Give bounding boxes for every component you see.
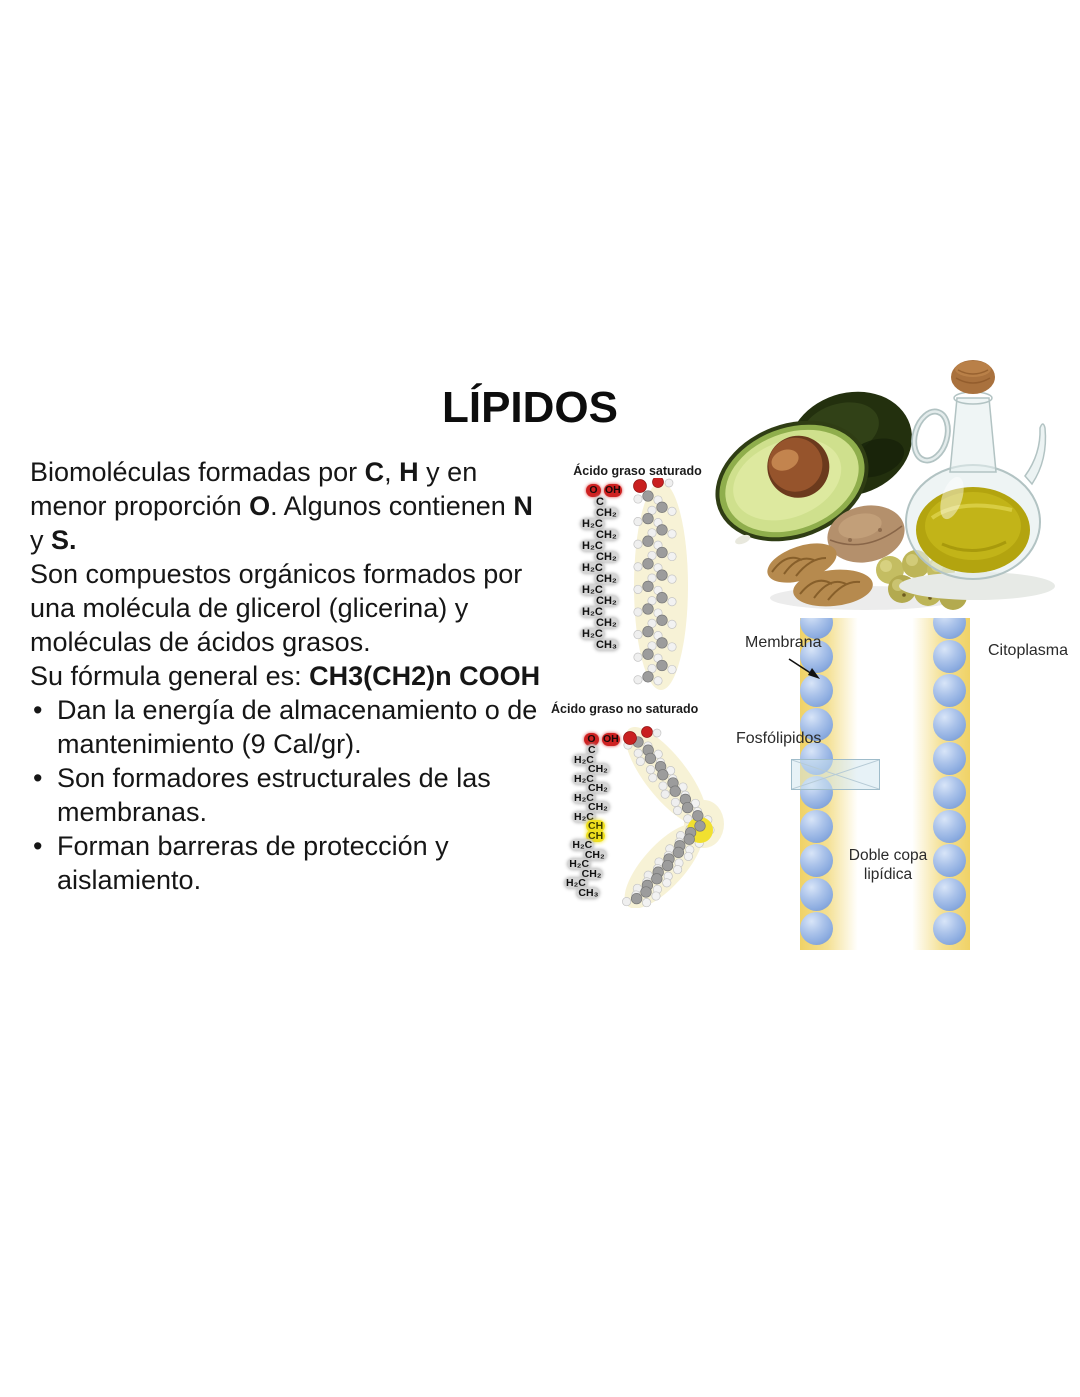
page-title: LÍPIDOS (441, 383, 619, 432)
formula-node: CH₂ (594, 551, 619, 563)
bullet-item: •Forman barreras de protección y aislami… (33, 831, 449, 895)
formula-node: CH₂ (586, 801, 610, 813)
phospholipid-head-sphere (933, 776, 966, 809)
formula-node: CH (586, 820, 606, 832)
olive-oil-cruet (899, 360, 1055, 600)
unsaturated-3d-model (622, 726, 724, 908)
formula-node: CH₃ (576, 886, 601, 899)
phospholipid-column-right (933, 618, 967, 950)
formula-node: CH (586, 829, 606, 842)
phospholipid-head-sphere (800, 640, 833, 673)
phospholipid-head-sphere (800, 810, 833, 843)
phospholipid-column-left (800, 618, 834, 950)
formula-node: H₂C (572, 810, 596, 823)
formula-node: CH₂ (594, 595, 619, 607)
oxygen-label: O (584, 732, 599, 746)
membrane-diagram: Membrana Citoplasma Fosfólipidos Doble c… (700, 618, 1080, 954)
formula-node: H₂C (580, 540, 605, 552)
phospholipid-head-sphere (800, 674, 833, 707)
formula-node: H₂C (580, 606, 605, 618)
formula-node: CH₂ (579, 867, 604, 880)
intro-text: Biomoléculas formadas por C, H y en meno… (30, 455, 550, 897)
phospholipid-head-sphere (800, 708, 833, 741)
formula-node: CH₂ (582, 848, 607, 861)
text-paragraph: Su fórmula general es: CH3(CH2)n COOH (30, 661, 541, 691)
doble-copa-label: Doble copa lipídica (848, 847, 928, 883)
formula-node: H₂C (580, 562, 605, 574)
phospholipid-head-sphere (800, 618, 833, 639)
membrana-label: Membrana (745, 634, 822, 651)
saturated-3d-model (633, 478, 688, 690)
formula-node: H₂C (572, 791, 596, 804)
formula-node: CH₂ (586, 763, 610, 775)
formula-node: H₂C (570, 839, 595, 851)
formula-node: H₂C (580, 584, 605, 596)
fosfolipidos-label: Fosfólipidos (736, 730, 822, 747)
pecan-nut-whole (827, 505, 905, 563)
phospholipid-head-sphere (933, 640, 966, 673)
formula-node: CH₂ (586, 782, 610, 794)
oxygen-label: O (586, 483, 601, 497)
formula-node: CH₂ (594, 573, 619, 585)
avocado-half (715, 420, 869, 545)
phospholipid-head-sphere (933, 844, 966, 877)
bullet-dot: • (33, 763, 43, 793)
oxygen-label: OH (604, 483, 622, 497)
bullet-dot: • (33, 695, 43, 725)
phospholipid-head-sphere (933, 878, 966, 911)
phospholipid-head-sphere (933, 742, 966, 775)
oxygen-label: OH (602, 732, 620, 746)
phospholipid-head-sphere (933, 708, 966, 741)
phospholipid-head-sphere (933, 618, 966, 639)
pecan-halves (767, 543, 873, 607)
bullet-item: •Son formadores estructurales de las mem… (33, 763, 491, 827)
phospholipid-head-sphere (933, 912, 966, 945)
phospholipid-head-sphere (800, 878, 833, 911)
formula-node: CH₂ (594, 617, 619, 629)
formula-node: CH₃ (594, 639, 619, 651)
lipid-foods-photo (715, 360, 1055, 610)
membrana-arrow (788, 658, 820, 679)
formula-node: H₂C (564, 877, 588, 889)
text-paragraph: Son compuestos orgánicos formados por un… (30, 559, 523, 657)
formula-node: C (594, 496, 606, 508)
bullet-dot: • (33, 831, 43, 861)
bullet-item: •Dan la energía de almacenamiento o de m… (33, 695, 538, 759)
phospholipid-head-sphere (933, 674, 966, 707)
empty-frame-placeholder (791, 759, 880, 790)
saturated-label: Ácido graso saturado (573, 464, 702, 478)
phospholipid-head-sphere (800, 844, 833, 877)
formula-node: H₂C (580, 518, 605, 530)
formula-node: CH₂ (594, 507, 619, 519)
formula-node: H₂C (567, 858, 592, 870)
formula-node: H₂C (572, 772, 596, 785)
phospholipid-head-sphere (933, 810, 966, 843)
citoplasma-label: Citoplasma (988, 642, 1069, 659)
formula-node: H₂C (580, 628, 605, 640)
unsaturated-label: Ácido graso no saturado (551, 702, 699, 716)
phospholipid-head-sphere (800, 912, 833, 945)
formula-node: H₂C (572, 753, 596, 766)
formula-node: CH₂ (594, 529, 619, 541)
text-paragraph: Biomoléculas formadas por C, H y en meno… (30, 457, 533, 555)
formula-node: C (586, 744, 598, 756)
